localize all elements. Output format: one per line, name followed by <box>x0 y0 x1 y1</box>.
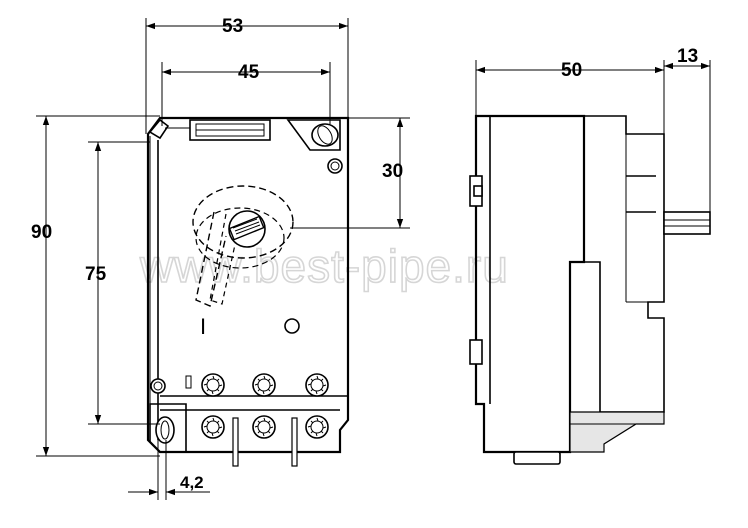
on-symbol: I <box>200 314 206 339</box>
dim-mount-height: 75 <box>85 264 107 285</box>
side-shaft <box>663 211 711 235</box>
side-view <box>469 114 711 465</box>
dim-depth: 50 <box>561 60 582 81</box>
top-screw <box>327 158 343 174</box>
terminal-pins <box>232 417 298 467</box>
dim-hole-offset: 4,2 <box>180 473 204 492</box>
lower-screw <box>150 378 166 394</box>
front-view: I <box>146 116 350 467</box>
watermark: www.best-pipe.ru <box>139 240 509 292</box>
off-symbol <box>284 318 300 334</box>
upper-terminals <box>201 373 329 397</box>
dim-mount-width: 45 <box>238 62 260 83</box>
dim-overall-width: 53 <box>222 16 243 37</box>
front-dimensions: 53 45 90 75 30 4,2 <box>31 16 410 500</box>
lower-terminals <box>201 415 329 439</box>
dim-shaft-length: 13 <box>677 46 698 67</box>
side-dimensions: 50 13 <box>475 46 711 212</box>
dim-overall-height: 90 <box>31 222 52 243</box>
top-mount-hole <box>311 123 339 147</box>
dim-knob-offset: 30 <box>382 161 403 182</box>
rotary-knob <box>192 185 294 307</box>
bottom-mount-hole <box>155 416 175 444</box>
